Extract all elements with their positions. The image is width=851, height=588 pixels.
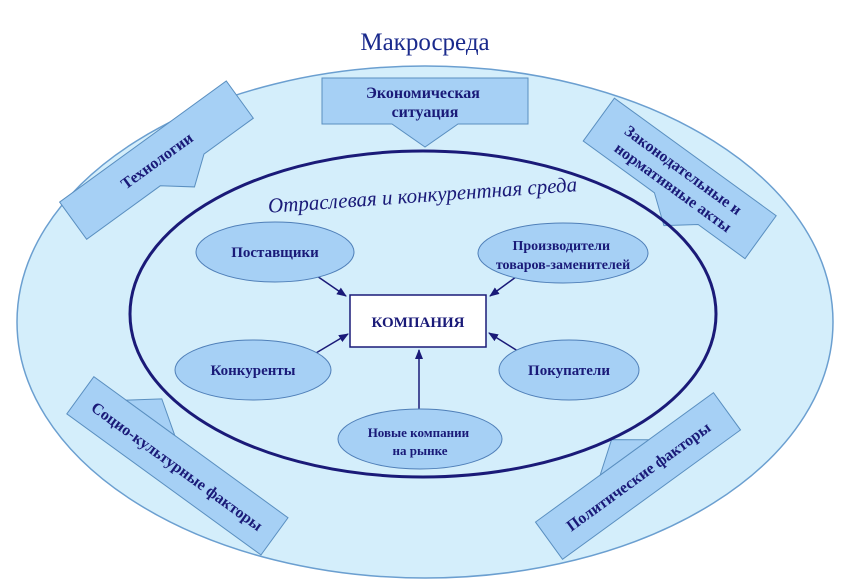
svg-text:Экономическая ситуация: Экономическая ситуация [366,85,484,121]
suppliers-node: Поставщики [195,221,355,283]
company-box: КОМПАНИЯ [349,294,487,348]
new-entrants-label-line-1: Новые компании [368,425,470,440]
economic-factor-line-2: ситуация [392,104,459,121]
diagram-title: Макросреда [360,29,489,56]
buyers-arrow [488,332,522,354]
new-entrants-node: Новые компании на рынке [337,408,503,470]
substitutes-label-line-1: Производители [512,239,610,254]
svg-text:Производители товаров-за: Производители товаров-заменителей [496,239,630,273]
company-label: КОМПАНИЯ [372,315,465,331]
new-entrants-label-line-2: на рынке [392,443,447,458]
substitutes-label-line-2: товаров-заменителей [496,258,630,273]
competitors-node: Конкуренты [174,339,332,401]
economic-factor-arrow: Экономическая ситуация [321,77,529,148]
competitors-arrow [315,333,349,354]
suppliers-arrow [313,273,347,297]
industry-environment-ellipse [128,149,718,479]
economic-factor-line-1: Экономическая [366,85,480,102]
technology-factor-arrow: Технологии [58,80,255,240]
competitors-label: Конкуренты [211,363,296,379]
substitutes-node: Производители товаров-заменителей [477,222,649,284]
svg-text:Новые компании на рынке: Новые компании на рынке [368,425,473,458]
suppliers-label: Поставщики [231,245,319,261]
buyers-label: Покупатели [528,363,610,379]
buyers-node: Покупатели [498,339,640,401]
